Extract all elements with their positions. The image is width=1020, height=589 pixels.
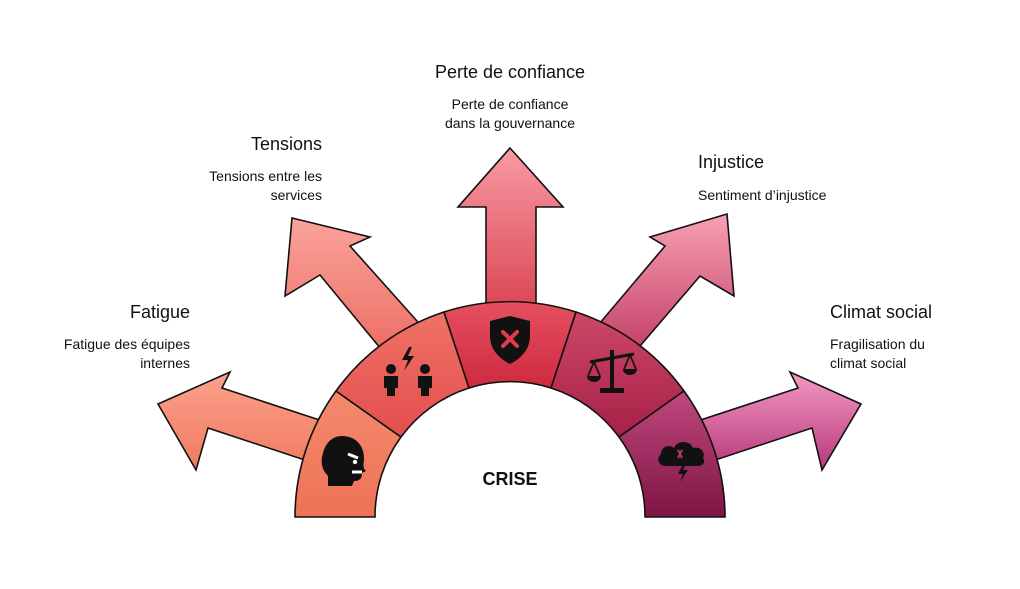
title-tensions: Tensions <box>250 134 322 154</box>
desc-line: dans la gouvernance <box>445 115 575 131</box>
title-climat: Climat social <box>830 302 933 322</box>
desc-line: services <box>270 187 322 203</box>
scales-icon <box>587 350 637 393</box>
desc-line: Sentiment d’injustice <box>698 187 827 203</box>
title-fatigue: Fatigue <box>129 302 190 322</box>
desc-line: Fatigue des équipes <box>63 336 190 352</box>
arrow-confiance <box>456 146 565 321</box>
desc-line: Tensions entre les <box>209 168 322 184</box>
desc-line: climat social <box>830 355 907 371</box>
desc-climat: Fragilisation du climat social <box>830 335 1000 373</box>
storm-cloud-icon <box>658 442 705 482</box>
desc-confiance: Perte de confiance dans la gouvernance <box>410 95 610 133</box>
title-injustice: Injustice <box>698 152 765 172</box>
desc-line: internes <box>140 355 190 371</box>
angry-face-icon <box>321 436 366 486</box>
title-confiance: Perte de confiance <box>434 62 586 82</box>
desc-fatigue: Fatigue des équipes internes <box>20 335 190 373</box>
desc-line: Fragilisation du <box>830 336 925 352</box>
desc-line: Perte de confiance <box>451 96 569 112</box>
desc-tensions: Tensions entre les services <box>152 167 322 205</box>
shield-x-icon <box>490 316 530 364</box>
center-label: CRISE <box>482 469 538 489</box>
people-conflict-icon <box>384 347 432 396</box>
desc-injustice: Sentiment d’injustice <box>698 186 878 205</box>
